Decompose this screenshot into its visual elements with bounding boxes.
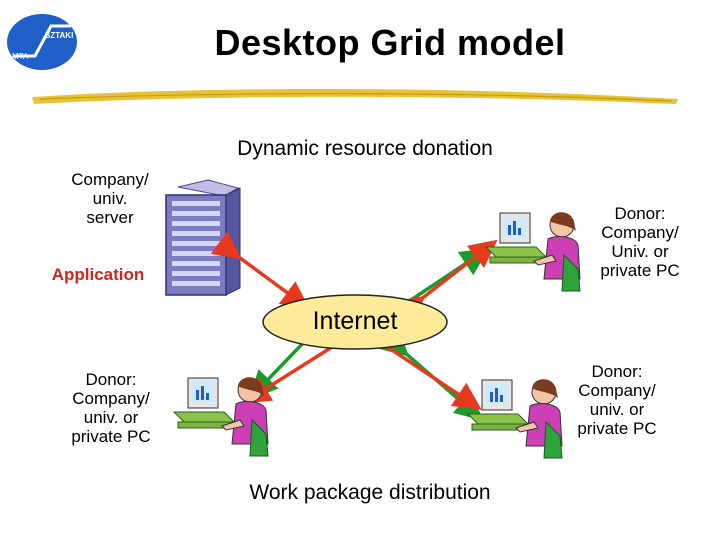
server-label-line: Company/ [71, 170, 149, 189]
arrow-internet-to-bottom-left-pc-red [242, 318, 366, 404]
server-label: Company/ univ. server [40, 170, 180, 227]
arrow-server-to-internet [210, 231, 310, 310]
donor-label-line: Donor: [614, 204, 666, 223]
internet-label: Internet [312, 307, 398, 335]
donor-label-top-right: Donor: Company/ Univ. or private PC [575, 204, 705, 280]
pc-user-icon-bottom-right [466, 379, 563, 459]
donor-label-line: Company/ [72, 389, 150, 408]
server-label-line: univ. [92, 189, 128, 208]
internet-cloud [262, 294, 448, 350]
title-underline [32, 88, 678, 104]
donor-label-line: Company/ [601, 223, 679, 242]
donor-label-line: Univ. or [611, 242, 669, 261]
logo-left-text: MTA [12, 52, 29, 61]
donor-label-bottom-right: Donor: Company/ univ. or private PC [552, 362, 682, 438]
page-title: Desktop Grid model [214, 22, 566, 63]
pc-user-icon-bottom-left [172, 377, 269, 457]
logo-right-text: SZTAKI [45, 31, 73, 40]
server-label-line: server [86, 208, 134, 227]
mta-sztaki-logo: MTA SZTAKI [7, 14, 77, 70]
donor-label-bottom-left: Donor: Company/ univ. or private PC [46, 370, 176, 446]
donor-label-line: Donor: [85, 370, 137, 389]
donor-label-line: private PC [600, 261, 680, 280]
pc-user-icon-top-right [484, 212, 581, 292]
donor-label-line: univ. or [589, 400, 645, 419]
donor-label-line: private PC [577, 419, 657, 438]
arrow-internet-to-top-right-pc-red [394, 239, 498, 324]
donor-label-line: Company/ [578, 381, 656, 400]
donor-label-line: univ. or [83, 408, 139, 427]
arrow-internet-to-bottom-right-pc-red [354, 318, 482, 410]
donor-label-line: Donor: [591, 362, 643, 381]
application-label: Application [51, 265, 145, 284]
donor-label-line: private PC [71, 427, 151, 446]
caption-work-package-distribution: Work package distribution [249, 481, 491, 504]
caption-dynamic-resource-donation: Dynamic resource donation [237, 137, 493, 160]
